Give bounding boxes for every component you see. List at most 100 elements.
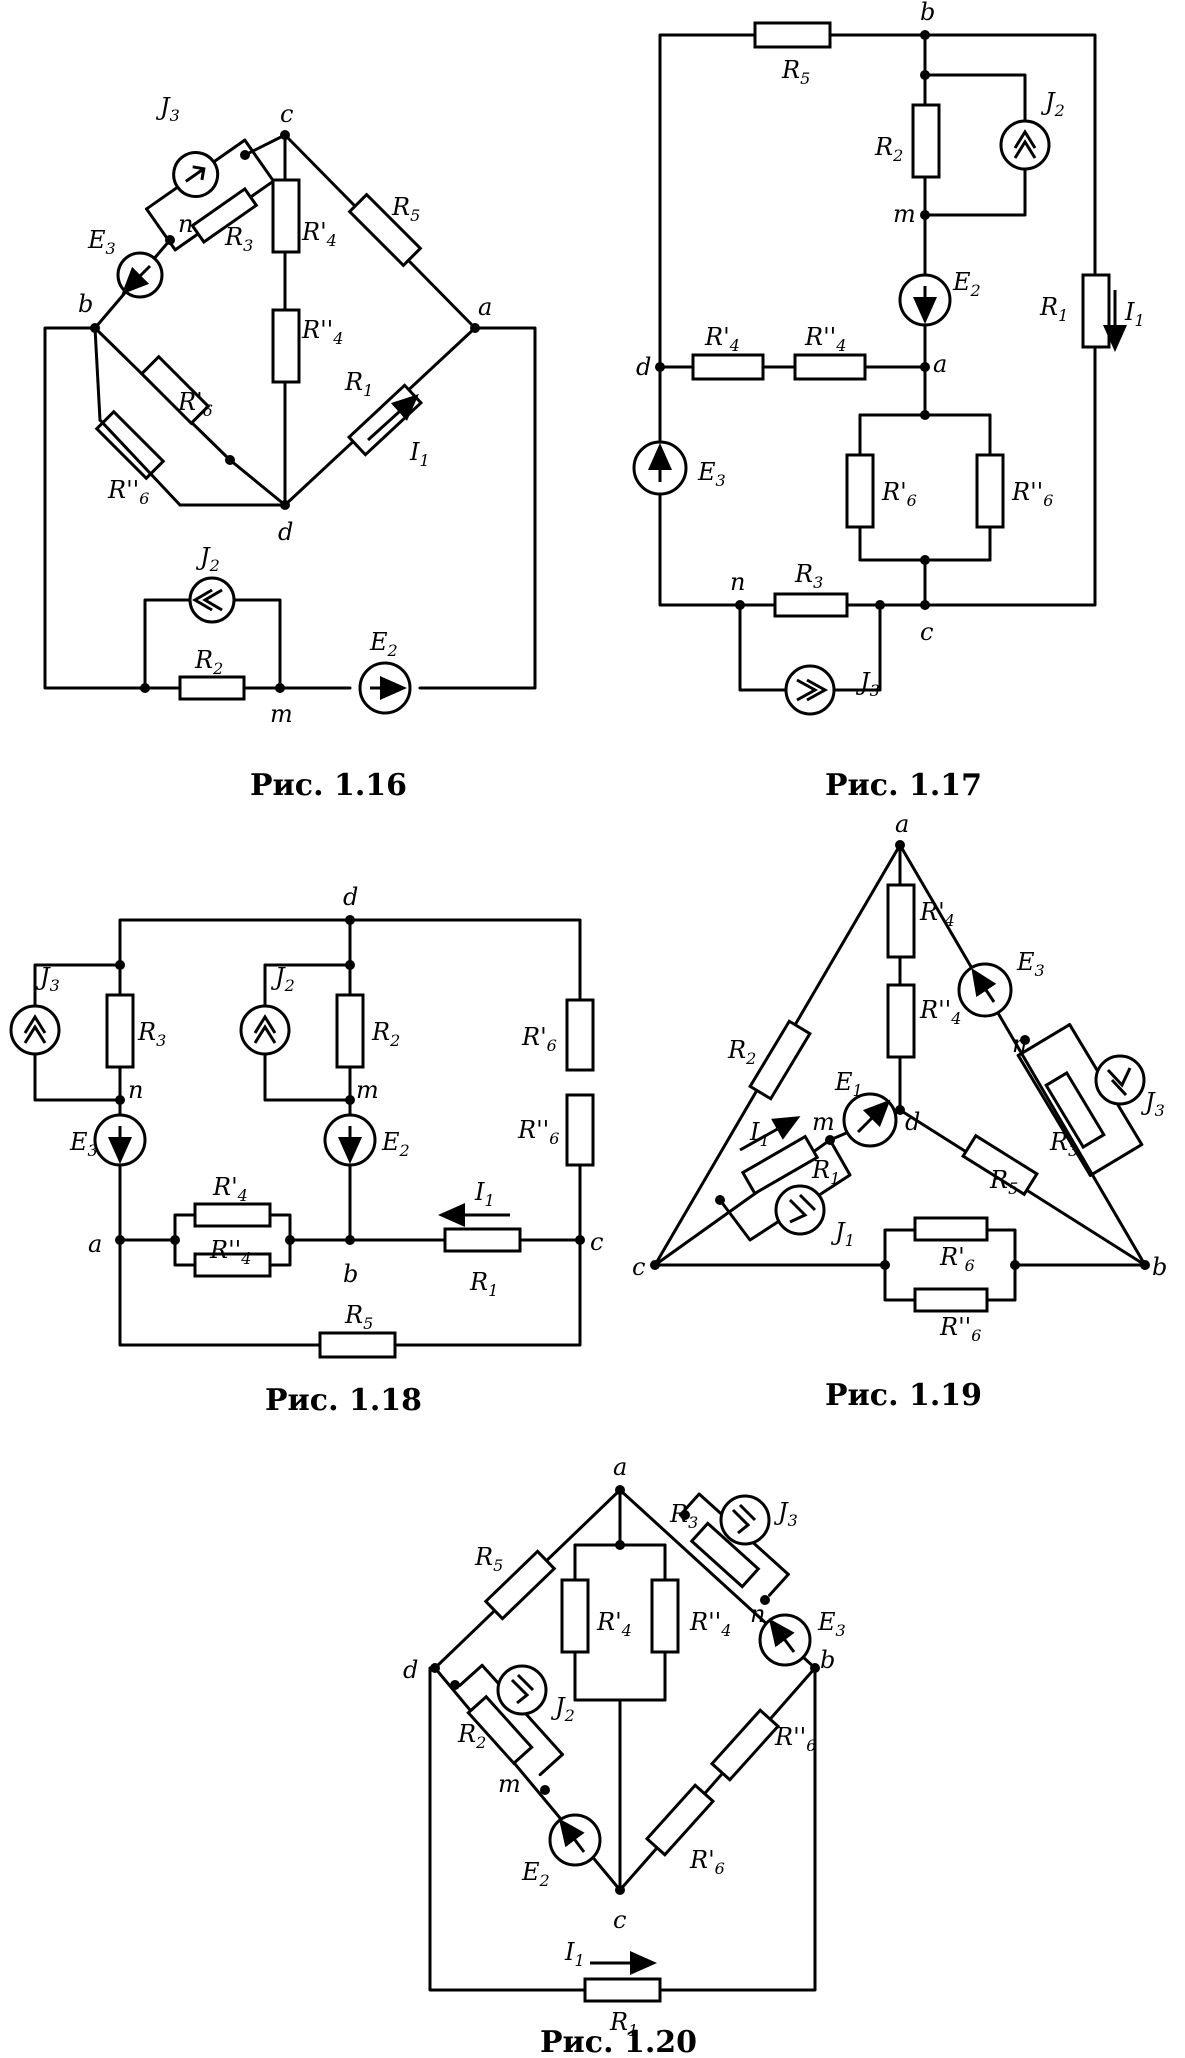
fig16-node-b: b bbox=[78, 290, 93, 318]
svg-text:n: n bbox=[128, 1076, 143, 1104]
svg-text:R''4: R''4 bbox=[804, 323, 846, 355]
svg-text:E2: E2 bbox=[521, 1858, 550, 1890]
svg-text:R''4: R''4 bbox=[689, 1608, 731, 1640]
svg-text:b: b bbox=[820, 1646, 835, 1674]
svg-text:d: d bbox=[905, 1108, 920, 1136]
svg-text:R'4: R'4 bbox=[301, 218, 337, 250]
svg-text:R2: R2 bbox=[727, 1036, 756, 1068]
svg-text:R5: R5 bbox=[474, 1543, 503, 1575]
figure-1-19: a c b d m n R'4 R''4 E3 J3 R3 R2 E1 I1 R… bbox=[632, 810, 1167, 1413]
svg-text:c: c bbox=[632, 1253, 645, 1281]
svg-text:J2: J2 bbox=[1040, 88, 1065, 120]
svg-text:R''4: R''4 bbox=[209, 1236, 251, 1268]
svg-text:R''6: R''6 bbox=[1011, 478, 1053, 510]
svg-text:R'6: R'6 bbox=[939, 1243, 975, 1275]
svg-text:m: m bbox=[893, 200, 916, 228]
svg-text:J1: J1 bbox=[830, 1218, 855, 1250]
svg-text:J3: J3 bbox=[773, 1498, 798, 1530]
svg-text:R'6: R'6 bbox=[177, 388, 213, 420]
svg-text:J2: J2 bbox=[195, 543, 220, 575]
svg-text:b: b bbox=[343, 1260, 358, 1288]
svg-text:d: d bbox=[403, 1656, 418, 1684]
svg-text:R'6: R'6 bbox=[521, 1023, 557, 1055]
svg-text:R1: R1 bbox=[469, 1268, 498, 1300]
svg-text:I1: I1 bbox=[749, 1118, 770, 1150]
svg-text:E2: E2 bbox=[952, 268, 981, 300]
svg-text:a: a bbox=[88, 1230, 102, 1258]
svg-text:J3: J3 bbox=[35, 963, 60, 995]
caption-fig-1-20: Рис. 1.20 bbox=[540, 2025, 697, 2058]
svg-text:J3: J3 bbox=[1140, 1088, 1165, 1120]
svg-text:R2: R2 bbox=[194, 646, 223, 678]
svg-text:E2: E2 bbox=[369, 628, 398, 660]
svg-text:R3: R3 bbox=[224, 223, 253, 255]
svg-text:n: n bbox=[1012, 1030, 1027, 1058]
figure-1-16: c a b d m n J3 R3 E3 R'4 R''4 R5 R1 I1 R… bbox=[43, 93, 537, 803]
svg-text:m: m bbox=[498, 1770, 521, 1798]
svg-text:I1: I1 bbox=[564, 1938, 585, 1970]
svg-text:b: b bbox=[920, 0, 935, 26]
svg-text:J3: J3 bbox=[155, 93, 180, 125]
svg-text:I1: I1 bbox=[474, 1178, 495, 1210]
svg-text:J2: J2 bbox=[270, 963, 295, 995]
svg-text:m: m bbox=[356, 1076, 379, 1104]
svg-text:R3: R3 bbox=[137, 1018, 166, 1050]
svg-text:R''4: R''4 bbox=[301, 316, 343, 348]
fig16-node-n: n bbox=[178, 210, 193, 238]
caption-fig-1-19: Рис. 1.19 bbox=[825, 1378, 982, 1413]
svg-text:I1: I1 bbox=[409, 438, 430, 470]
svg-text:R1: R1 bbox=[1039, 293, 1068, 325]
svg-text:R''6: R''6 bbox=[517, 1116, 559, 1148]
svg-text:R'4: R'4 bbox=[919, 898, 955, 930]
svg-text:E1: E1 bbox=[834, 1068, 863, 1100]
svg-text:R'6: R'6 bbox=[689, 1846, 725, 1878]
svg-text:R'6: R'6 bbox=[881, 478, 917, 510]
svg-text:R3: R3 bbox=[794, 560, 823, 592]
svg-text:R5: R5 bbox=[391, 193, 420, 225]
svg-text:E3: E3 bbox=[87, 226, 116, 258]
svg-text:R2: R2 bbox=[874, 133, 903, 165]
fig16-node-d: d bbox=[278, 518, 293, 546]
svg-text:a: a bbox=[933, 350, 947, 378]
fig16-node-c: c bbox=[280, 100, 293, 128]
svg-text:E3: E3 bbox=[817, 1608, 846, 1640]
svg-text:n: n bbox=[750, 1600, 765, 1628]
caption-fig-1-18: Рис. 1.18 bbox=[265, 1383, 422, 1418]
svg-text:R5: R5 bbox=[781, 56, 810, 88]
svg-text:R'4: R'4 bbox=[704, 323, 740, 355]
svg-text:d: d bbox=[343, 883, 358, 911]
svg-text:J3: J3 bbox=[855, 668, 880, 700]
caption-fig-1-16: Рис. 1.16 bbox=[250, 768, 407, 803]
svg-text:E2: E2 bbox=[381, 1128, 410, 1160]
fig16-node-m: m bbox=[270, 700, 293, 728]
svg-text:c: c bbox=[613, 1906, 626, 1934]
svg-text:E3: E3 bbox=[697, 458, 726, 490]
svg-text:R1: R1 bbox=[609, 2008, 638, 2040]
svg-text:R'4: R'4 bbox=[596, 1608, 632, 1640]
svg-text:R5: R5 bbox=[344, 1301, 373, 1333]
svg-text:R'4: R'4 bbox=[212, 1173, 248, 1205]
svg-text:I1: I1 bbox=[1124, 298, 1145, 330]
svg-text:d: d bbox=[636, 353, 651, 381]
svg-text:a: a bbox=[613, 1453, 627, 1481]
svg-text:a: a bbox=[895, 810, 909, 838]
svg-text:R3: R3 bbox=[669, 1500, 698, 1532]
svg-text:R''6: R''6 bbox=[774, 1723, 816, 1755]
svg-text:J2: J2 bbox=[550, 1693, 575, 1725]
svg-text:R2: R2 bbox=[371, 1018, 400, 1050]
svg-text:m: m bbox=[812, 1108, 835, 1136]
figure-1-17: b m a d c n R5 R2 J2 E2 R1 I1 R'4 R''4 E… bbox=[632, 0, 1145, 803]
caption-fig-1-17: Рис. 1.17 bbox=[825, 768, 982, 803]
figure-1-20: a d b c m n R5 R3 J3 R'4 R''4 E3 J2 R2 E… bbox=[403, 1453, 846, 2058]
svg-text:E3: E3 bbox=[69, 1128, 98, 1160]
svg-text:b: b bbox=[1152, 1253, 1167, 1281]
svg-text:R1: R1 bbox=[811, 1156, 840, 1188]
svg-text:E3: E3 bbox=[1016, 948, 1045, 980]
svg-text:n: n bbox=[730, 568, 745, 596]
fig16-node-a: a bbox=[478, 293, 492, 321]
svg-text:R''4: R''4 bbox=[919, 996, 961, 1028]
svg-text:c: c bbox=[590, 1228, 603, 1256]
svg-text:c: c bbox=[920, 618, 933, 646]
figure-1-18: d n m a b c J3 R3 E3 J2 R2 E2 R'6 R''6 R… bbox=[9, 883, 603, 1418]
